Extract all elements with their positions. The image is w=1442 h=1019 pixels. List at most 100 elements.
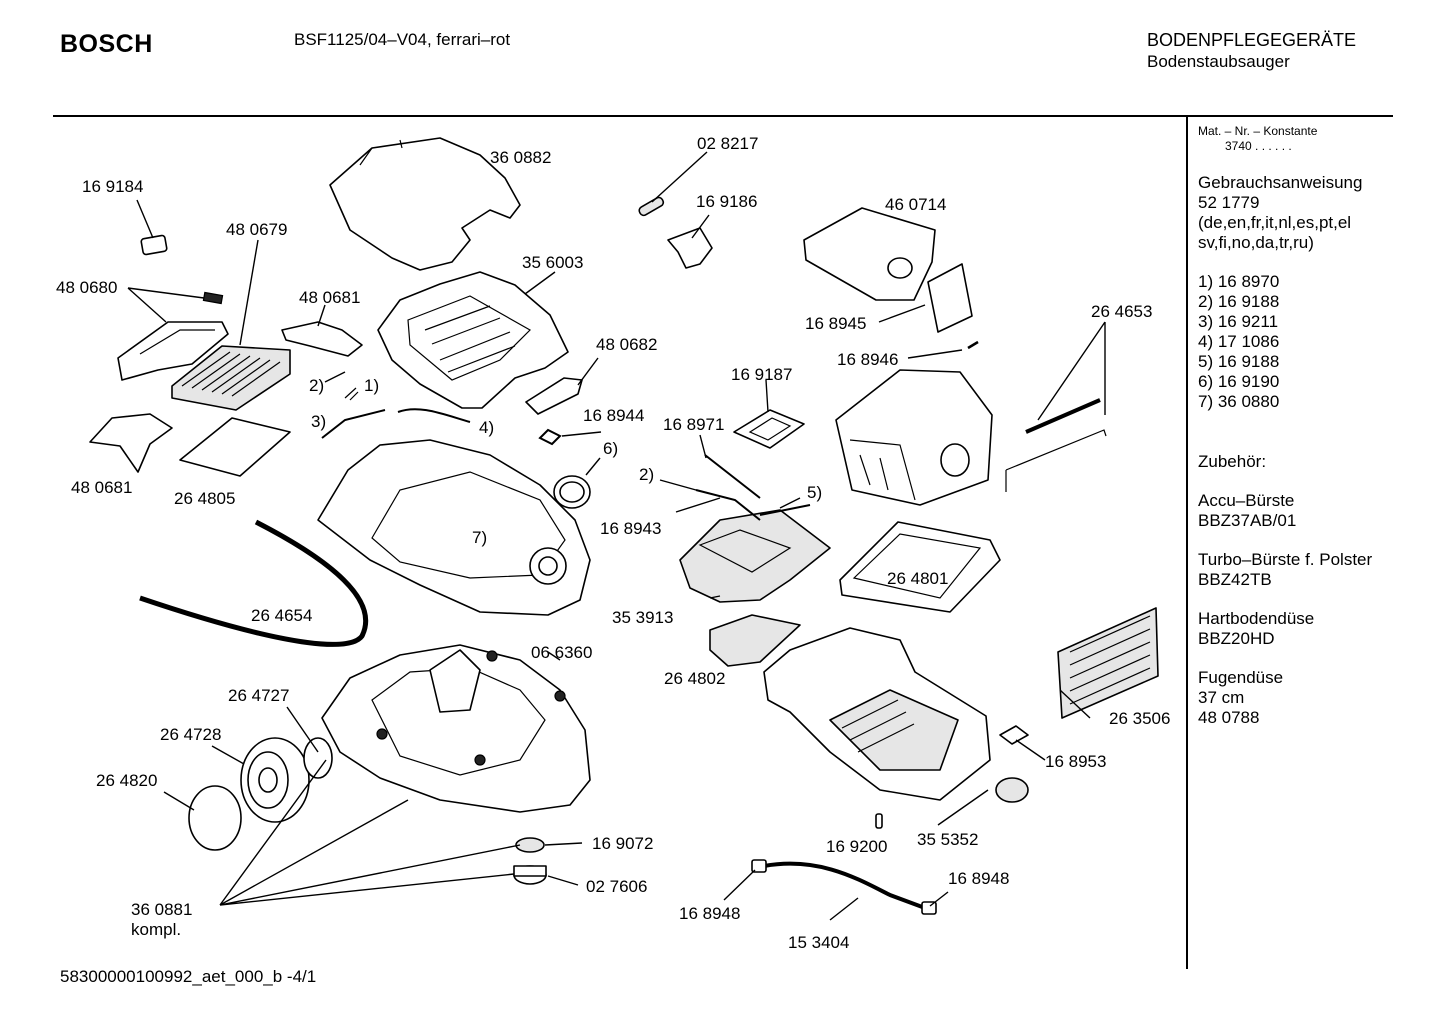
subpart-item: 5) 16 9188 xyxy=(1198,352,1280,371)
manual-number: 52 1779 xyxy=(1198,193,1260,212)
callout-label: 26 4654 xyxy=(251,606,312,625)
callout-label: 16 9187 xyxy=(731,365,792,384)
accessory-name: Accu–Bürste xyxy=(1198,491,1295,510)
part-side-panel xyxy=(117,291,229,381)
callout-label: 26 3506 xyxy=(1109,709,1170,728)
part-dust-bag xyxy=(803,207,973,333)
part-wheel xyxy=(188,737,333,851)
accessory-code: BBZ37AB/01 xyxy=(1198,511,1297,530)
accessory-code: BBZ42TB xyxy=(1198,570,1272,589)
part-base-housing xyxy=(321,644,591,813)
part-lower-container xyxy=(763,627,991,801)
callout-label: 35 3913 xyxy=(612,608,673,627)
part-small-hooks xyxy=(321,387,562,446)
part-filter-pad xyxy=(179,417,291,477)
leader-lines xyxy=(127,151,1106,921)
callout-label: 26 4805 xyxy=(174,489,235,508)
callout-label: 16 9200 xyxy=(826,837,887,856)
callout-label: 16 8943 xyxy=(600,519,661,538)
callout-label: 16 8948 xyxy=(948,869,1009,888)
subpart-item: 3) 16 9211 xyxy=(1198,312,1279,331)
brand-logo: BOSCH xyxy=(60,30,153,58)
manual-languages: sv,fi,no,da,tr,ru) xyxy=(1198,233,1314,252)
callout-label: 46 0714 xyxy=(885,195,946,214)
part-main-housing xyxy=(317,439,591,616)
subpart-item: 4) 17 1086 xyxy=(1198,332,1280,351)
accessories-title: Zubehör: xyxy=(1198,452,1267,471)
part-grille-filter xyxy=(171,345,291,411)
callout-label: 02 7606 xyxy=(586,877,647,896)
document-id: 58300000100992_aet_000_b -4/1 xyxy=(60,967,317,986)
manual-languages: (de,en,fr,it,nl,es,pt,el xyxy=(1198,213,1352,232)
sidebar-divider xyxy=(1186,117,1188,969)
accessory-name: Hartbodendüse xyxy=(1198,609,1315,628)
callout-label: 16 9072 xyxy=(592,834,653,853)
callout-label: 4) xyxy=(479,418,494,437)
subpart-item: 1) 16 8970 xyxy=(1198,272,1280,291)
callout-label: 26 4727 xyxy=(228,686,289,705)
callout-label: 35 5352 xyxy=(917,830,978,849)
info-sidebar: Mat. – Nr. – Konstante 3740 . . . . . . … xyxy=(1198,124,1428,728)
part-gasket xyxy=(839,521,1001,613)
part-rods xyxy=(1005,398,1107,492)
subpart-item: 2) 16 9188 xyxy=(1198,292,1280,311)
callout-label: 16 8971 xyxy=(663,415,724,434)
part-misc-small xyxy=(875,725,1029,829)
accessory-code: 48 0788 xyxy=(1198,708,1260,727)
part-plate xyxy=(709,614,801,667)
callout-labels: 36 0882 02 8217 16 9184 16 9186 46 0714 … xyxy=(56,134,1170,952)
subpart-item: 7) 36 0880 xyxy=(1198,392,1280,411)
mat-number-value: 3740 . . . . . . xyxy=(1225,139,1292,153)
part-dust-container xyxy=(835,369,993,506)
callout-label: 16 8946 xyxy=(837,350,898,369)
callout-label: 5) xyxy=(807,483,822,502)
callout-label: 36 0882 xyxy=(490,148,551,167)
callout-label: 26 4801 xyxy=(887,569,948,588)
callout-label: 16 8948 xyxy=(679,904,740,923)
part-frame xyxy=(733,409,805,449)
callout-label: 16 8944 xyxy=(583,406,644,425)
callout-label: 16 9184 xyxy=(82,177,143,196)
callout-label: 15 3404 xyxy=(788,933,849,952)
header-divider xyxy=(53,115,1393,117)
callout-label: 2) xyxy=(639,465,654,484)
accessory-code: BBZ20HD xyxy=(1198,629,1275,648)
part-seal-strip xyxy=(139,519,369,647)
callout-label: 1) xyxy=(364,376,379,395)
callout-label: 36 0881 xyxy=(131,900,192,919)
callout-label: 16 8953 xyxy=(1045,752,1106,771)
callout-label: 48 0681 xyxy=(71,478,132,497)
callout-label: 16 9186 xyxy=(696,192,757,211)
part-ring xyxy=(553,475,591,509)
model-title: BSF1125/04–V04, ferrari–rot xyxy=(294,30,511,49)
callout-label: 35 6003 xyxy=(522,253,583,272)
part-small-cover xyxy=(281,321,363,357)
accessory-name: Fugendüse xyxy=(1198,668,1284,687)
callout-label: kompl. xyxy=(131,920,181,939)
accessory-name: Turbo–Bürste f. Polster xyxy=(1198,550,1373,569)
part-small-clip xyxy=(140,234,168,256)
callout-label: 26 4653 xyxy=(1091,302,1152,321)
callout-label: 16 8945 xyxy=(805,314,866,333)
callout-label: 02 8217 xyxy=(697,134,758,153)
callout-label: 26 4802 xyxy=(664,669,725,688)
subpart-item: 6) 16 9190 xyxy=(1198,372,1280,391)
part-side-plate xyxy=(525,377,583,415)
mat-number-label: Mat. – Nr. – Konstante xyxy=(1198,124,1318,138)
callout-label: 7) xyxy=(472,528,487,547)
accessory-detail: 37 cm xyxy=(1198,688,1245,707)
callout-label: 06 6360 xyxy=(531,643,592,662)
part-hepa-filter xyxy=(1057,607,1159,719)
subcategory-title: Bodenstaubsauger xyxy=(1147,52,1290,71)
part-top-lid xyxy=(329,137,521,271)
callout-label: 3) xyxy=(311,412,326,431)
manual-title: Gebrauchsanweisung xyxy=(1198,173,1363,192)
callout-label: 26 4820 xyxy=(96,771,157,790)
callout-label: 6) xyxy=(603,439,618,458)
part-upper-housing xyxy=(377,271,569,409)
part-lower-cover xyxy=(89,413,173,473)
callout-label: 48 0679 xyxy=(226,220,287,239)
callout-label: 2) xyxy=(309,376,324,395)
